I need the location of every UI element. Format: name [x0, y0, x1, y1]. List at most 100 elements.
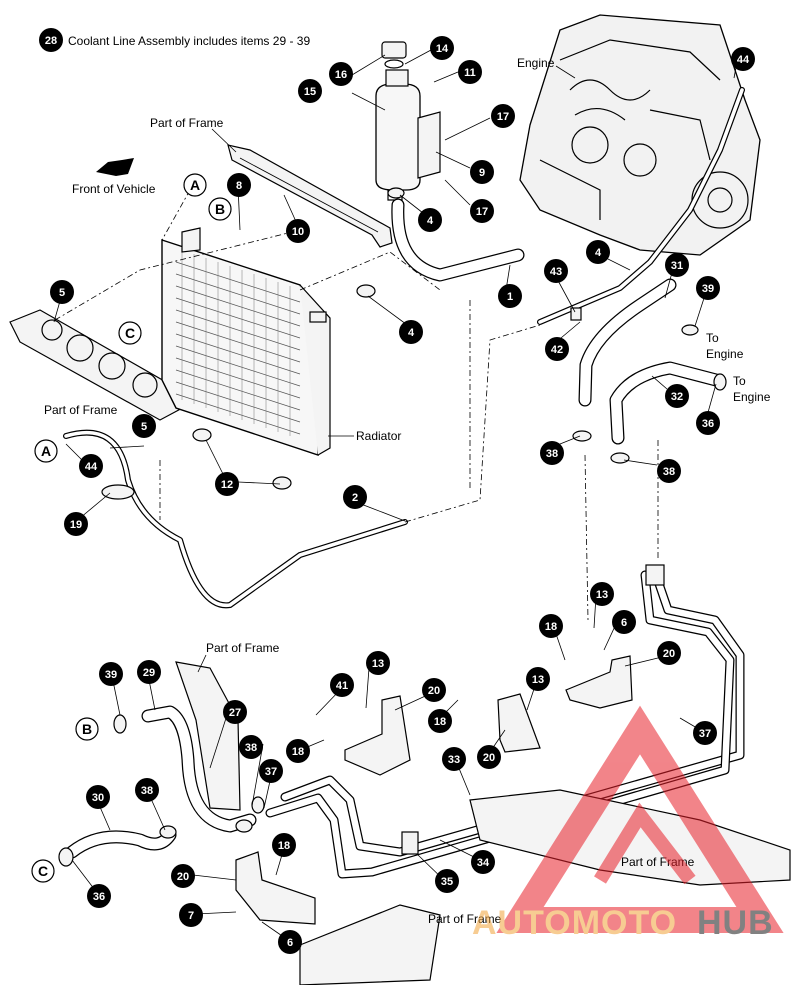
callout-leaders	[53, 49, 738, 941]
svg-text:27: 27	[229, 707, 241, 719]
watermark-text-a: AUTOMOTO	[472, 904, 677, 942]
letter-marker-b-bottom: B	[75, 717, 99, 741]
part-of-frame-label-1: Part of Frame	[150, 116, 224, 130]
coolant-reservoir	[375, 41, 441, 201]
callout-38-mid: 38	[239, 735, 263, 759]
callout-16: 16	[329, 62, 353, 86]
svg-text:C: C	[38, 863, 48, 879]
callout-38-left: 38	[540, 441, 564, 465]
callout-34: 34	[471, 850, 495, 874]
callout-20-center: 20	[477, 745, 501, 769]
callout-38-right: 38	[657, 459, 681, 483]
svg-text:16: 16	[335, 69, 347, 81]
svg-text:20: 20	[428, 685, 440, 697]
svg-text:A: A	[41, 443, 51, 459]
svg-text:11: 11	[464, 67, 476, 79]
upper-clamps	[101, 187, 727, 500]
svg-text:35: 35	[441, 876, 453, 888]
to-engine-labels: To Engine To Engine	[706, 331, 771, 404]
svg-text:13: 13	[372, 658, 384, 670]
svg-text:5: 5	[59, 287, 65, 299]
callout-8: 8	[227, 173, 251, 197]
part-of-frame-label-5: Part of Frame	[428, 912, 502, 926]
assembly-description: Coolant Line Assembly includes items 29 …	[68, 34, 310, 48]
svg-text:38: 38	[245, 742, 257, 754]
radiator-mounts	[192, 428, 292, 490]
svg-text:42: 42	[551, 344, 563, 356]
callout-5-top: 5	[50, 280, 74, 304]
callout-5-bottom: 5	[132, 414, 156, 438]
callout-41: 41	[330, 673, 354, 697]
callout-7: 7	[179, 903, 203, 927]
callout-18-bottom: 18	[272, 833, 296, 857]
part-of-frame-label-2: Part of Frame	[44, 403, 118, 417]
svg-text:8: 8	[236, 180, 242, 192]
callout-44-top: 44	[731, 47, 755, 71]
callout-18-right: 18	[539, 614, 563, 638]
svg-text:38: 38	[141, 785, 153, 797]
callout-20-left: 20	[171, 864, 195, 888]
svg-text:B: B	[82, 721, 92, 737]
callout-6-bottom: 6	[278, 930, 302, 954]
svg-text:7: 7	[188, 910, 194, 922]
svg-text:33: 33	[448, 754, 460, 766]
svg-text:13: 13	[596, 589, 608, 601]
svg-text:39: 39	[702, 283, 714, 295]
callout-18-center: 18	[428, 709, 452, 733]
svg-text:2: 2	[352, 492, 358, 504]
svg-text:A: A	[190, 177, 200, 193]
callout-44-left: 44	[79, 454, 103, 478]
svg-text:C: C	[125, 325, 135, 341]
svg-text:38: 38	[546, 448, 558, 460]
svg-text:30: 30	[92, 792, 104, 804]
svg-text:29: 29	[143, 667, 155, 679]
svg-text:44: 44	[85, 461, 98, 473]
callout-37-left: 37	[259, 759, 283, 783]
upper-hoses	[63, 87, 745, 609]
svg-text:20: 20	[177, 871, 189, 883]
to-engine-label-1a: To	[706, 331, 719, 345]
svg-text:36: 36	[702, 418, 714, 430]
svg-text:18: 18	[292, 746, 304, 758]
svg-text:19: 19	[70, 519, 82, 531]
callout-13-right: 13	[590, 582, 614, 606]
callout-27: 27	[223, 700, 247, 724]
front-arrow-icon	[96, 158, 134, 176]
watermark: AUTOMOTO HUB	[472, 705, 784, 942]
svg-text:18: 18	[434, 716, 446, 728]
callout-10: 10	[286, 219, 310, 243]
svg-text:43: 43	[550, 266, 562, 278]
callout-20-right: 20	[657, 641, 681, 665]
assembly-callout-circle	[39, 28, 63, 52]
callout-17-top: 17	[491, 104, 515, 128]
callout-19: 19	[64, 512, 88, 536]
svg-text:36: 36	[93, 891, 105, 903]
callout-38-lower: 38	[135, 778, 159, 802]
svg-text:32: 32	[671, 391, 683, 403]
callout-29: 29	[137, 660, 161, 684]
svg-text:17: 17	[497, 111, 509, 123]
reservoir-cap	[381, 41, 407, 59]
callout-2: 2	[343, 485, 367, 509]
callout-9: 9	[470, 160, 494, 184]
front-of-vehicle-label: Front of Vehicle	[72, 182, 156, 196]
watermark-text-b: HUB	[697, 904, 774, 942]
letter-marker-c-top: C	[118, 321, 142, 345]
letter-marker-a-left: A	[34, 439, 58, 463]
callout-12: 12	[215, 472, 239, 496]
svg-text:39: 39	[105, 669, 117, 681]
svg-text:4: 4	[408, 327, 415, 339]
assembly-callout-number: 28	[45, 35, 57, 47]
radiator: Radiator	[161, 227, 401, 456]
dashed-guides	[54, 189, 659, 621]
callout-17-bottom: 17	[470, 199, 494, 223]
callout-35: 35	[435, 869, 459, 893]
svg-text:37: 37	[265, 766, 277, 778]
svg-text:9: 9	[479, 167, 485, 179]
letter-marker-a-top: A	[183, 173, 207, 197]
svg-text:12: 12	[221, 479, 233, 491]
svg-text:6: 6	[621, 617, 627, 629]
svg-text:14: 14	[436, 43, 449, 55]
radiator-fins	[175, 250, 301, 436]
